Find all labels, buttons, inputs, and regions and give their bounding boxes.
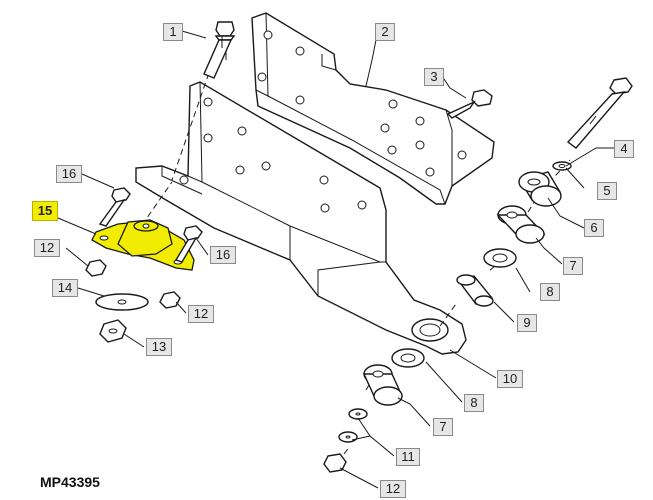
callout-3: 3 [424, 68, 444, 86]
leader-lines [57, 30, 614, 489]
callout-2: 2 [375, 23, 395, 41]
part-12-nut-mid [159, 291, 181, 309]
callout-16-left: 16 [56, 165, 82, 183]
callout-4: 4 [614, 140, 634, 158]
part-8-washer-upper [483, 248, 517, 268]
callout-12-bottom: 12 [380, 480, 406, 498]
callout-12-left: 12 [34, 239, 60, 257]
part-16-bolt-right [174, 225, 203, 263]
part-9-spacer [456, 274, 494, 307]
callout-15: 15 [32, 201, 58, 221]
figure-code-label: MP43395 [40, 474, 100, 490]
part-8-washer-lower [391, 348, 425, 368]
part-12-nut-bottom [323, 453, 347, 473]
callout-5: 5 [597, 182, 617, 200]
part-6-bushing [518, 171, 562, 207]
part-7-bushing-lower [362, 364, 404, 406]
callout-12-mid: 12 [188, 305, 214, 323]
lower-bracket-arm [135, 81, 467, 355]
callout-13: 13 [146, 338, 172, 356]
part-13-nut [99, 319, 127, 343]
part-5-washer [552, 161, 572, 171]
callout-6: 6 [584, 219, 604, 237]
callout-9: 9 [517, 314, 537, 332]
callout-11: 11 [396, 448, 420, 466]
callout-7-lower: 7 [433, 418, 453, 436]
part-7-bushing-upper [496, 205, 546, 244]
callout-8-upper: 8 [540, 283, 560, 301]
part-3-bolt [446, 89, 493, 119]
part-12-nut-left [85, 259, 107, 277]
upper-mount-plate [251, 12, 495, 205]
part-15-isolator-mount [91, 219, 195, 271]
callout-10: 10 [497, 370, 523, 388]
part-4-bolt [566, 77, 633, 149]
callout-16-right: 16 [210, 246, 236, 264]
callout-8-lower: 8 [464, 394, 484, 412]
part-1-bolt [203, 21, 236, 79]
callout-14: 14 [52, 279, 78, 297]
callout-1: 1 [163, 23, 183, 41]
part-14-washer [95, 293, 149, 311]
callout-7-upper: 7 [563, 257, 583, 275]
part-16-bolt-left [98, 187, 131, 227]
